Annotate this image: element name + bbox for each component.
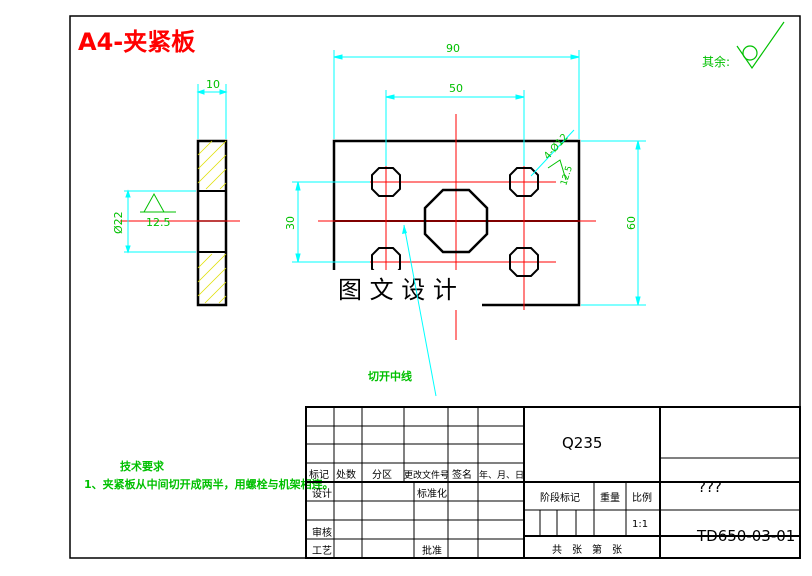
tb-stage-mark: 阶段标记 [540, 491, 580, 504]
tech-req-heading: 技术要求 [120, 459, 165, 473]
tb-material: Q235 [562, 434, 602, 452]
hole-roughness-label: 12.5 [559, 165, 575, 187]
watermark-background [330, 270, 482, 310]
side-view-hatch-upper [197, 140, 227, 190]
dim-hole-spacing-x [385, 90, 525, 166]
tb-process: 工艺 [312, 545, 332, 557]
side-view [120, 139, 240, 307]
tb-signature: 签名 [452, 468, 472, 481]
hole-callout-leader [530, 129, 575, 177]
tb-drawing-no: TD650-03-01 [696, 527, 795, 545]
dim-hole-spacing-y-label: 30 [284, 216, 297, 230]
roughness-note: 其余: [702, 54, 730, 69]
side-roughness-icon [140, 192, 176, 213]
tech-req-line1: 1、夹紧板从中间切开成两半，用螺栓与机架相连。 [84, 477, 334, 491]
hole-roughness-icon [547, 159, 567, 181]
side-view-outline [196, 139, 228, 307]
tb-count: 处数 [336, 468, 356, 481]
tb-design: 设计 [312, 487, 332, 500]
dim-bore [124, 189, 196, 254]
tb-part-name: ??? [698, 478, 722, 496]
tb-review: 审核 [312, 526, 332, 539]
roughness-symbol-icon [736, 21, 785, 70]
hole-callout-label: 4-Ø12 [541, 131, 570, 162]
tb-change-doc: 更改文件号 [404, 469, 449, 481]
dim-thickness-label: 10 [206, 78, 220, 91]
cut-note-leader [403, 224, 437, 397]
hole-bottom-right [509, 247, 539, 277]
tb-weight: 重量 [600, 491, 620, 504]
tb-zone: 分区 [372, 469, 392, 481]
dim-overall-height-label: 60 [625, 216, 638, 230]
center-bore [423, 188, 489, 254]
watermark-text: 图 文 设 计 [338, 276, 457, 304]
tb-approve: 批准 [422, 544, 442, 557]
tb-date: 年、月、日 [479, 469, 524, 481]
tb-scale: 1:1 [632, 519, 648, 530]
side-view-hatch-lower [197, 253, 227, 304]
tb-mark: 标记 [309, 469, 329, 481]
tb-standardize: 标准化 [417, 487, 447, 500]
dim-thickness [196, 84, 228, 139]
tb-ratio: 比例 [632, 491, 652, 504]
title-block [305, 406, 801, 559]
hole-top-left [371, 167, 401, 197]
tb-sheets: 共 张 第 张 [552, 543, 622, 556]
drawing-title: A4-夹紧板 [78, 28, 196, 56]
dim-overall-width-label: 90 [446, 42, 460, 55]
hole-top-right [509, 167, 539, 197]
dim-overall-height [581, 140, 646, 306]
cut-note-label: 切开中线 [368, 369, 412, 383]
side-roughness-label: 12.5 [146, 216, 171, 229]
dim-hole-spacing-y [292, 181, 370, 263]
dim-bore-label: Ø22 [112, 211, 125, 234]
dim-hole-spacing-x-label: 50 [449, 82, 463, 95]
dim-overall-width [333, 50, 580, 139]
